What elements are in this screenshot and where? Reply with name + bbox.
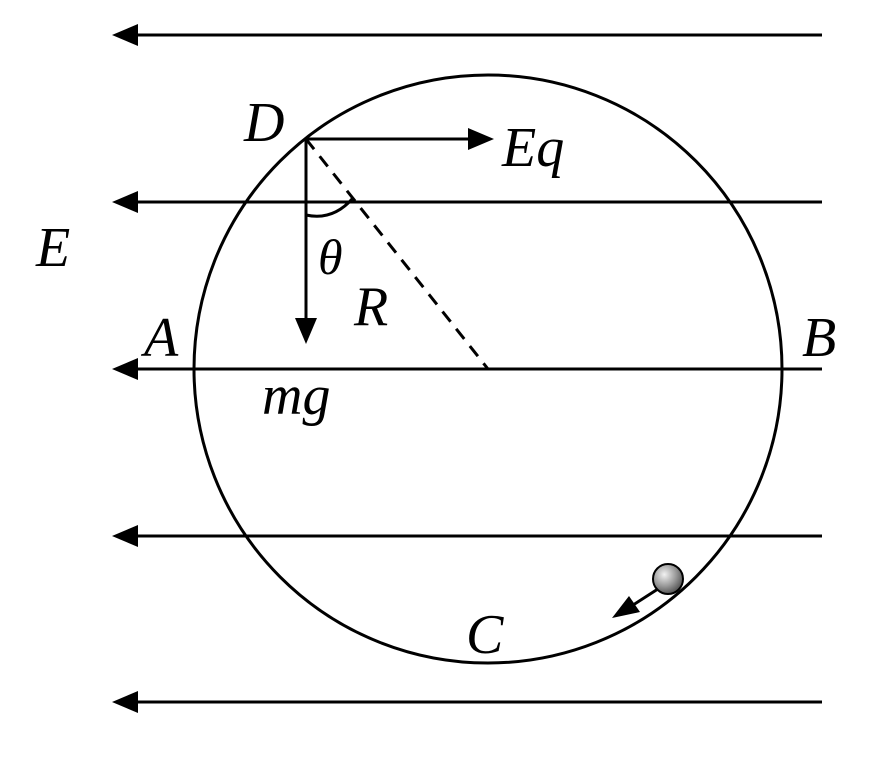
- field-label: E: [35, 217, 70, 279]
- point-a-label: A: [140, 307, 179, 369]
- force-mg-arrow: [295, 139, 317, 344]
- radius-label: R: [353, 276, 388, 338]
- force-eq-label: Eq: [501, 117, 564, 179]
- field-arrowhead-icon: [112, 358, 138, 380]
- arrowhead-icon: [612, 596, 640, 618]
- field-arrowhead-icon: [112, 24, 138, 46]
- radius-line: [304, 138, 490, 370]
- point-c-label: C: [466, 604, 504, 666]
- field-line-2: [112, 191, 822, 213]
- field-arrowhead-icon: [112, 691, 138, 713]
- angle-label: θ: [318, 229, 343, 285]
- charged-ball: [652, 563, 684, 595]
- point-d-label: D: [243, 92, 284, 154]
- force-eq-arrow: [306, 128, 494, 150]
- arrowhead-icon: [295, 318, 317, 344]
- field-line-3: [112, 358, 822, 380]
- field-line-1: [112, 24, 822, 46]
- circular-track: [192, 73, 784, 665]
- field-line-5: [112, 691, 822, 713]
- arrowhead-icon: [468, 128, 494, 150]
- angle-arc: [305, 197, 355, 218]
- ball-velocity-arrow: [612, 585, 662, 618]
- field-line-4: [112, 525, 822, 547]
- field-arrowhead-icon: [112, 525, 138, 547]
- point-b-label: B: [802, 307, 836, 369]
- field-arrowhead-icon: [112, 191, 138, 213]
- force-mg-label: mg: [262, 365, 330, 427]
